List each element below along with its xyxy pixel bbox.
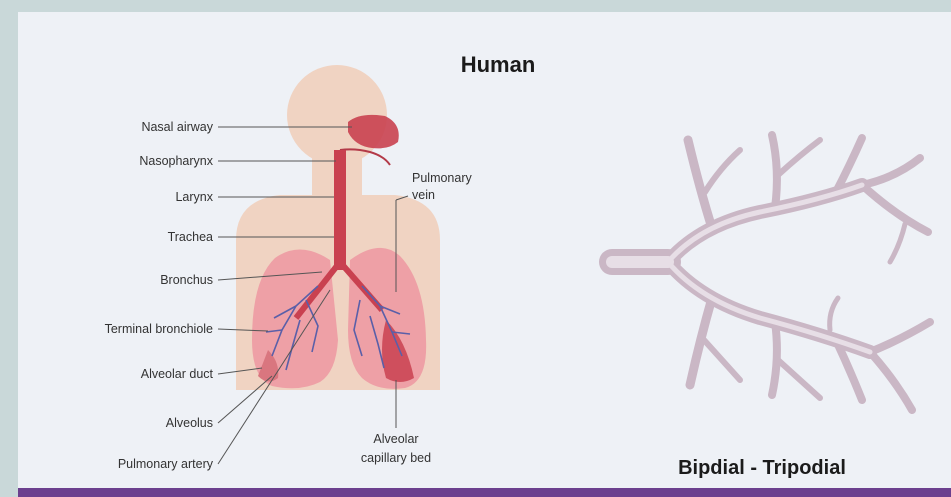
- label-nasopharynx: Nasopharynx: [139, 154, 213, 168]
- label-pulmonary-vein-1: Pulmonary: [412, 171, 472, 185]
- diagram-caption: Bipdial - Tripodial: [678, 457, 846, 479]
- label-trachea: Trachea: [168, 230, 213, 244]
- label-bronchus: Bronchus: [160, 273, 213, 287]
- label-alveolar-duct: Alveolar duct: [141, 367, 214, 381]
- label-alveolar-capillary-2: capillary bed: [361, 451, 431, 465]
- label-terminal-bronchiole: Terminal bronchiole: [105, 322, 213, 336]
- label-alveolar-capillary-1: Alveolar: [373, 432, 418, 446]
- label-larynx: Larynx: [175, 190, 213, 204]
- label-nasal-airway: Nasal airway: [141, 120, 213, 134]
- label-alveolus: Alveolus: [166, 416, 213, 430]
- label-pulmonary-vein-2: vein: [412, 188, 435, 202]
- branching-structure: [612, 135, 930, 410]
- label-pulmonary-artery: Pulmonary artery: [118, 457, 214, 471]
- diagram-title: Human: [461, 52, 536, 77]
